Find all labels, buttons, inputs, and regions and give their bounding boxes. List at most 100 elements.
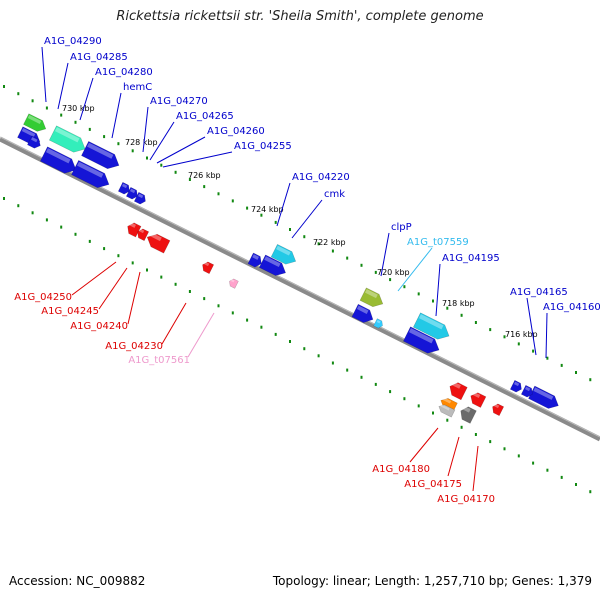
scale-label: 722 kbp [313,238,346,247]
gene-lower-3 [39,146,77,174]
label-A1G_04195: A1G_04195 [442,253,500,264]
ruler-dot [560,475,563,479]
label-A1G_04265: A1G_04265 [176,111,234,122]
ruler-dot [389,390,392,394]
ruler-dot [231,311,234,315]
ruler-dot [446,306,449,310]
gene-A1G_04175 [460,405,477,424]
label-A1G_04270: A1G_04270 [150,96,208,107]
label-cmk: cmk [324,189,345,200]
gene-A1G_t07561 [229,278,239,289]
label-A1G_t07559-leader [397,247,433,292]
ruler-dot [289,228,291,231]
ruler-dot [160,275,163,279]
label-A1G_04270-leader [142,106,149,153]
ruler-dot [446,418,449,422]
gene-A1G_04160 [528,385,559,409]
label-A1G_04245-leader [98,267,128,310]
label-A1G_04230-leader [161,302,187,345]
ruler-dot [532,461,535,465]
label-A1G_04250-leader [71,261,117,296]
ruler-dot [575,483,577,486]
ruler-dot [231,199,234,203]
gene-hemC [81,141,120,169]
ruler-dot [403,285,406,289]
ruler-dot [74,232,77,236]
ruler-dot [260,325,263,329]
label-A1G_04180: A1G_04180 [372,464,430,475]
ruler-dot [432,299,434,303]
ruler-dot [346,368,349,372]
ruler-dot [217,192,220,196]
label-A1G_04170-leader [472,445,479,492]
label-A1G_04280-leader [79,77,94,121]
ruler-dot [474,321,477,324]
label-A1G_t07561-leader [187,312,215,358]
ruler-dot [174,170,177,174]
gene-A1G_04260 [133,191,146,205]
ruler-dot [217,304,220,308]
ruler-dot [188,290,191,293]
gene-A1G_04170 [492,403,505,417]
ruler-dot [589,490,592,494]
ruler-dot [88,127,91,131]
label-A1G_04240-leader [127,271,141,325]
ruler-dot [289,340,291,343]
ruler-dot [474,433,477,436]
gene-A1G_04220 [270,244,297,265]
ruler-dot [317,242,320,246]
ruler-dot [146,268,148,272]
gene-reverse-3 [438,404,456,418]
label-A1G_04255-leader [162,151,233,168]
ruler-dot [374,270,377,274]
ruler-dot [432,411,434,415]
ruler-dot [274,332,277,336]
label-A1G_04260-leader [156,136,206,164]
label-A1G_04220-leader [276,182,291,227]
ruler-dot [188,178,191,181]
ruler-dot [532,349,535,353]
label-A1G_04245: A1G_04245 [41,306,99,317]
gene-lower-2 [27,135,41,149]
ruler-dot [417,404,420,408]
ruler-dot [60,225,63,229]
ruler-dot [31,99,34,103]
ruler-dot [103,135,106,139]
label-A1G_04230: A1G_04230 [105,341,163,352]
ruler-dot [317,354,320,358]
map-title: Rickettsia rickettsii str. 'Sheila Smith… [116,9,484,24]
ruler-dot [74,120,77,124]
ruler-dot [45,218,48,222]
ruler-dot [517,342,520,346]
label-A1G_t07559: A1G_t07559 [407,237,469,248]
accession-text: Accession: NC_009882 [9,574,146,588]
gene-cmk [258,254,286,276]
ruler-dot [60,113,63,117]
ruler-dot [589,378,592,382]
scale-label: 730 kbp [62,104,95,113]
ruler-dot [3,197,5,200]
genome-summary-text: Topology: linear; Length: 1,257,710 bp; … [272,574,592,588]
ruler-dot [575,371,577,374]
ruler-dot [45,106,48,110]
ruler-dot [3,85,5,88]
ruler-dot [174,282,177,286]
label-A1G_04290-leader [41,46,47,103]
gene-reverse-1 [449,381,468,401]
scale-label: 718 kbp [442,299,475,308]
gene-A1G_04265 [125,186,138,200]
label-A1G_04285: A1G_04285 [70,52,128,63]
label-A1G_04165-leader [526,297,537,356]
ruler-dot [360,375,363,379]
gene-A1G_04245 [137,228,150,242]
ruler-dot [117,254,120,258]
scale-label: 726 kbp [188,171,221,180]
scale-label: 728 kbp [125,138,158,147]
gene-A1G_04240 [146,232,171,254]
label-A1G_04220: A1G_04220 [292,172,350,183]
ruler-dot [460,425,463,429]
gene-lower-8 [520,384,533,398]
ruler-dot [417,292,420,296]
